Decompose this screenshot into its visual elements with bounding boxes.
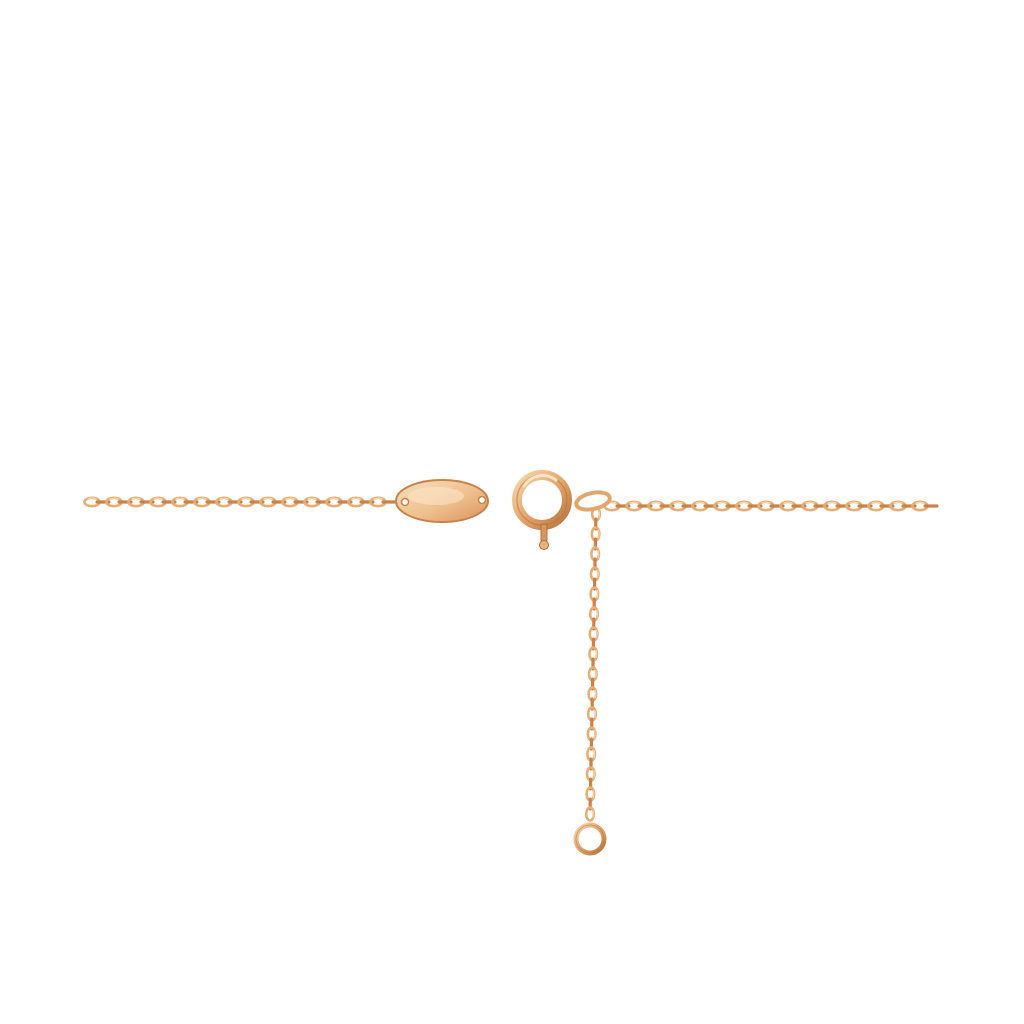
chain-link: [584, 806, 596, 822]
chain-link: [381, 500, 397, 504]
end-jump-ring: [573, 822, 607, 856]
chain-link: [923, 504, 939, 508]
extension-chain: [584, 506, 602, 822]
spring-ring-clasp: [512, 470, 612, 550]
name-tag: [395, 479, 489, 523]
chain-right: [603, 500, 939, 512]
chain-left: [83, 496, 397, 508]
